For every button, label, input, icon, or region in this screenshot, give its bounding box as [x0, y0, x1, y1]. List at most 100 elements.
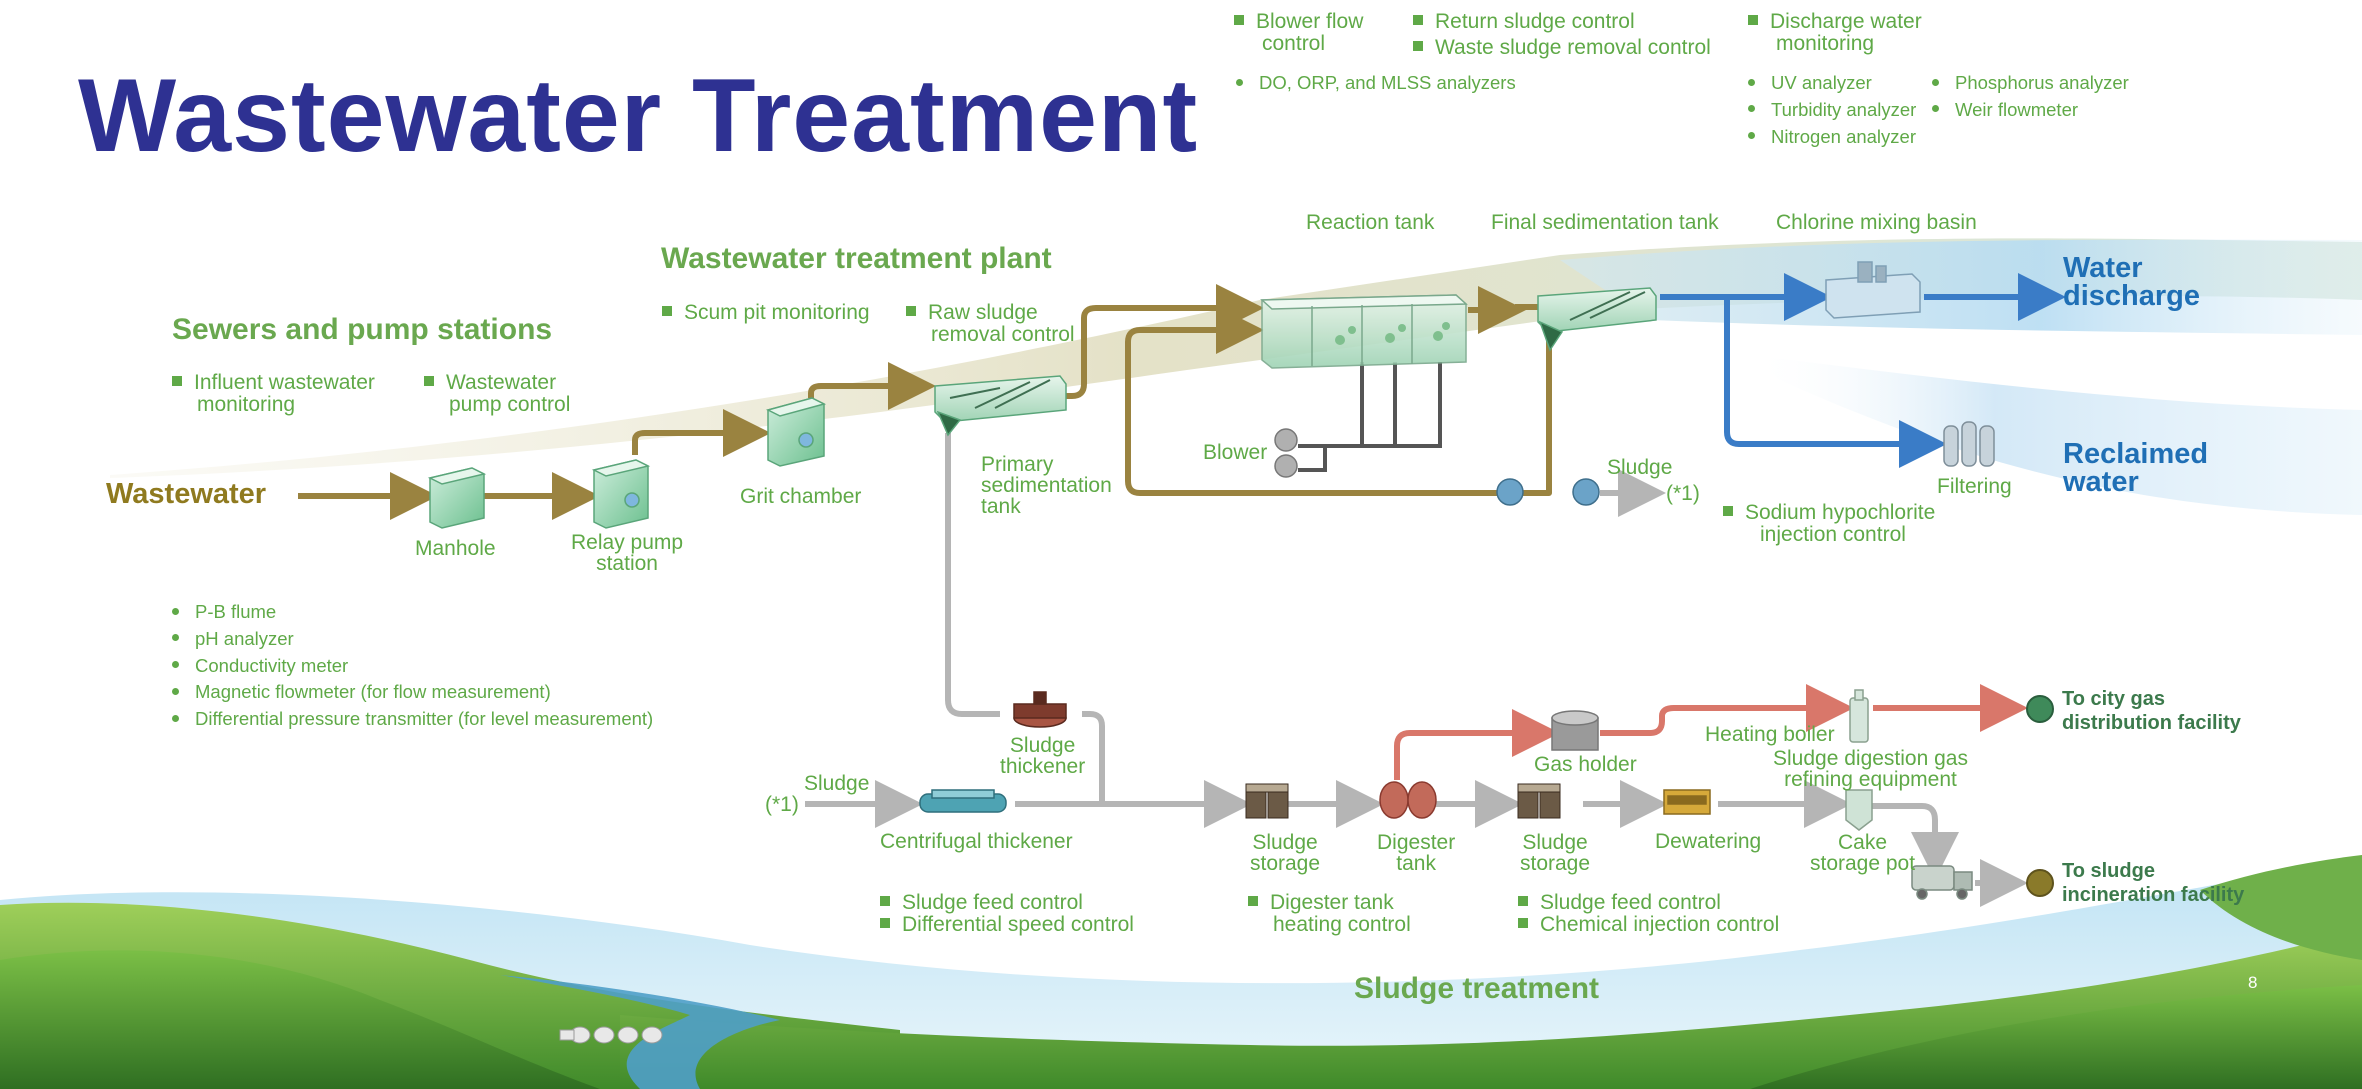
dewatering-unit — [1663, 789, 1711, 815]
control-scum: Scum pit monitoring — [662, 301, 870, 324]
flow-primary-to-reaction-1 — [1064, 284, 1264, 399]
bullet-dot-icon — [1748, 132, 1755, 140]
label-sludge-top: Sludge — [1607, 456, 1673, 479]
bullet-dot-icon — [172, 688, 179, 696]
label-ref-in: (*1) — [765, 793, 799, 816]
bullet-square-icon — [1248, 896, 1258, 907]
flow-primary-to-thickener — [945, 433, 1000, 717]
water-flow-lines — [1660, 273, 2066, 468]
landscape-illustration — [0, 855, 2362, 1089]
flow-to-filtering — [1724, 297, 1947, 468]
control-return-sludge: Return sludge control — [1413, 10, 1635, 33]
bullet-square-icon — [1413, 15, 1423, 26]
bullet-dot-icon — [1236, 78, 1243, 86]
label-wastewater: Wastewater — [106, 478, 267, 510]
chlorine-mixing-basin — [1825, 261, 1921, 319]
instrument-list: P-B flume pH analyzer Conductivity meter… — [172, 599, 653, 733]
control-chemical: Chemical injection control — [1518, 913, 1779, 936]
label-sludge-in: Sludge — [804, 772, 870, 795]
sludge-storage-1 — [1245, 783, 1289, 819]
bullet-dot-icon — [172, 607, 179, 615]
page-title: Wastewater Treatment — [78, 58, 1199, 174]
incineration-marker — [2026, 869, 2054, 897]
label-gas-holder: Gas holder — [1534, 753, 1637, 776]
flow-relay-to-grit — [632, 409, 771, 457]
label-reaction-tank: Reaction tank — [1306, 211, 1435, 234]
flow-cake-down — [1870, 803, 1959, 880]
control-pump: Wastewater pump control — [424, 371, 570, 416]
label-final-sedimentation: Final sedimentation tank — [1491, 211, 1719, 234]
relay-pump-station — [591, 459, 651, 529]
label-chlorine-basin: Chlorine mixing basin — [1776, 211, 1977, 234]
label-filtering: Filtering — [1937, 475, 2012, 498]
bullet-dot-icon — [1932, 78, 1939, 86]
analyzers-discharge-col1: UV analyzer Turbidity analyzer Nitrogen … — [1748, 70, 1916, 150]
gas-holder — [1551, 710, 1599, 751]
reaction-tank — [1260, 294, 1468, 369]
destination-markers — [2026, 695, 2054, 897]
centrifugal-thickener — [919, 789, 1007, 813]
flow-gasholder-to-boiler — [1600, 684, 1854, 736]
control-raw-sludge: Raw sludge removal control — [906, 301, 1075, 346]
bullet-square-icon — [662, 306, 672, 317]
control-influent: Influent wastewater monitoring — [172, 371, 375, 416]
bullet-dot-icon — [1932, 105, 1939, 113]
control-sludge-feed-2: Sludge feed control — [1518, 891, 1721, 914]
manhole — [427, 467, 487, 529]
label-ref-top: (*1) — [1666, 482, 1700, 505]
control-digester-heating: Digester tank heating control — [1248, 891, 1411, 936]
city-gas-marker — [2026, 695, 2054, 723]
bullet-dot-icon — [172, 634, 179, 642]
label-blower: Blower — [1203, 441, 1268, 464]
control-waste-sludge: Waste sludge removal control — [1413, 36, 1711, 59]
bullet-square-icon — [1518, 918, 1528, 929]
air-lines — [1298, 362, 1442, 472]
flow-thickener-down — [1082, 711, 1105, 804]
label-heating-boiler: Heating boiler — [1705, 723, 1835, 746]
bullet-square-icon — [172, 376, 182, 387]
bullet-square-icon — [1518, 896, 1528, 907]
bullet-dot-icon — [172, 661, 179, 669]
bullet-square-icon — [1413, 41, 1423, 52]
grit-chamber — [765, 397, 827, 467]
bullet-square-icon — [1234, 15, 1244, 26]
return-pumps — [1496, 478, 1600, 506]
analyzers-reaction: DO, ORP, and MLSS analyzers — [1236, 70, 1516, 97]
filtering-units — [1943, 421, 1995, 467]
bullet-dot-icon — [1748, 105, 1755, 113]
distant-tanks — [559, 1026, 663, 1044]
final-sedimentation-tank — [1537, 287, 1657, 352]
flow-grit-to-primary — [808, 362, 936, 410]
digester-tanks — [1379, 781, 1437, 819]
bullet-square-icon — [880, 896, 890, 907]
label-manhole: Manhole — [415, 537, 496, 560]
sludge-storage-2 — [1517, 783, 1561, 819]
bullet-square-icon — [906, 306, 916, 317]
label-dewatering: Dewatering — [1655, 830, 1762, 853]
sludge-flow-lines — [805, 433, 2028, 907]
discharge-band — [1560, 239, 2362, 335]
flow-digester-to-gasholder — [1394, 709, 1560, 780]
sludge-truck — [1911, 865, 1973, 900]
section-plant: Wastewater treatment plant — [661, 242, 1052, 275]
analyzers-discharge-col2: Phosphorus analyzer Weir flowmeter — [1932, 70, 2129, 124]
label-grit-chamber: Grit chamber — [740, 485, 862, 508]
gas-flow-lines — [1394, 684, 2028, 780]
section-sewers: Sewers and pump stations — [172, 313, 553, 346]
section-sludge: Sludge treatment — [1354, 972, 1600, 1005]
cake-storage-pot — [1845, 789, 1873, 831]
control-sodium: Sodium hypochlorite injection control — [1723, 501, 1935, 546]
primary-sedimentation-tank — [934, 375, 1067, 437]
bullet-square-icon — [880, 918, 890, 929]
bullet-square-icon — [1723, 506, 1733, 517]
